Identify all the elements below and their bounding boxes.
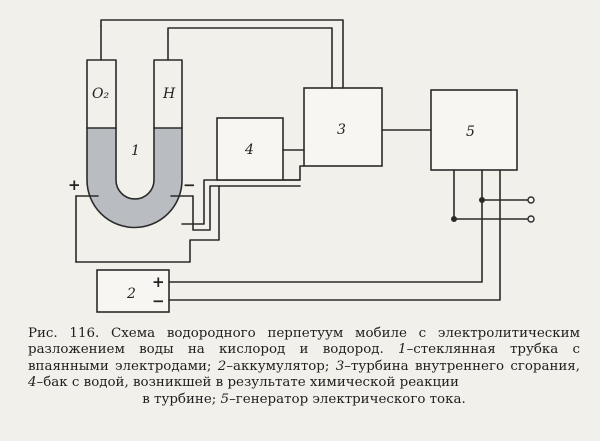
caption-item1-text: –стеклянная трубка с впаянными электрода… (28, 342, 580, 374)
caption-item5-num: 5 (220, 391, 230, 407)
caption-item4-num: 4 (28, 375, 37, 391)
caption-item3-text: –турбина внутреннего сгорания, (344, 358, 581, 374)
electrolysis-diagram: O₂ H 1 4 3 5 2 + − + − (68, 19, 535, 313)
caption-fig: Рис. 116. (28, 326, 100, 341)
battery-wires (75, 169, 501, 301)
u-tube (86, 25, 183, 229)
caption-item2-text: –аккумулятор; (226, 358, 330, 374)
box-tank (216, 117, 284, 181)
label-o2: O₂ (92, 86, 109, 102)
gas-lines (100, 19, 344, 89)
box-turbine (303, 87, 383, 167)
caption-item2-num: 2 (217, 358, 227, 374)
minus-sign-tube: − (183, 176, 196, 194)
label-generator: 5 (466, 124, 475, 140)
plus-sign-battery: + (152, 273, 165, 291)
figure-caption: Рис. 116. Схема водородного перпетуум мо… (28, 326, 580, 408)
water-fill (87, 128, 182, 228)
box-generator (430, 89, 518, 171)
caption-item4-text: –бак с водой, возникшей в результате хим… (36, 375, 459, 391)
caption-item4-tail: в турбине; (142, 391, 217, 407)
caption-item5-text: –генератор электрического тока. (229, 391, 466, 407)
caption-title: Схема водородного перпетуум мобиле с эле… (28, 326, 581, 358)
label-turbine: 3 (337, 122, 346, 138)
caption-item1-num: 1 (398, 342, 407, 358)
output-terminal-2 (451, 216, 457, 222)
label-battery: 2 (126, 286, 136, 302)
generator-outputs (451, 169, 535, 223)
label-tank: 4 (244, 142, 254, 158)
label-tube: 1 (131, 143, 140, 159)
box-battery (96, 269, 170, 313)
minus-sign-battery: − (152, 292, 165, 310)
caption-item3-num: 3 (335, 358, 345, 374)
plus-sign-tube: + (68, 176, 81, 194)
label-h: H (162, 86, 176, 102)
caption-last-line: в турбине; 5–генератор электрического то… (28, 392, 580, 408)
